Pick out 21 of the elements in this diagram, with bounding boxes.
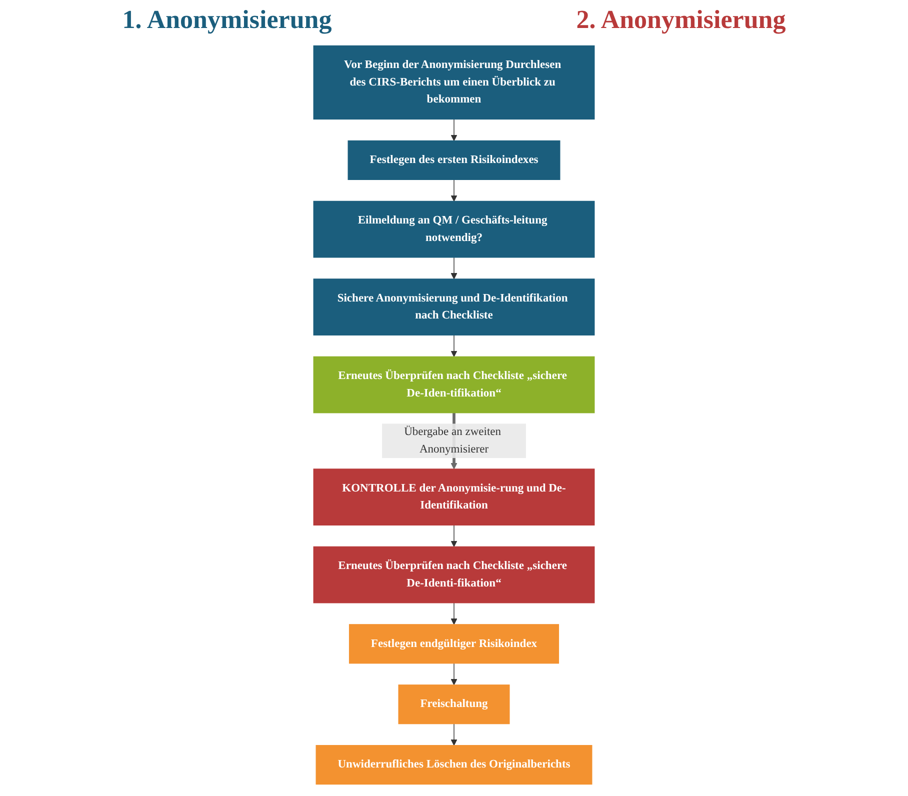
arrow: [450, 257, 458, 280]
arrow: [450, 662, 458, 686]
column-heading: 2. Anonymisierung: [576, 5, 786, 35]
node-box: Sichere Anonymisierung und De-Identifikation nach Checkliste: [313, 278, 595, 336]
column-heading: 1. Anonymisierung: [122, 5, 332, 35]
arrow: [450, 602, 458, 625]
arrow: [450, 334, 458, 357]
node-box: Freischaltung: [398, 684, 510, 724]
arrow: [450, 118, 458, 142]
node-box: Erneutes Überprüfen nach Checkliste „sichere De-Iden-tifikation“: [313, 356, 595, 414]
node-box: Unwiderrufliches Löschen des Originalberichts: [316, 745, 592, 785]
node-box: KONTROLLE der Anonymisie-rung und De-Identifikation: [313, 468, 595, 526]
arrow: [450, 524, 458, 547]
node-box: Vor Beginn der Anonymisierung Durchlesen des CIRS-Berichts um einen Überblick zu bekommen: [313, 45, 595, 120]
arrow: [450, 723, 458, 746]
node-box: Festlegen des ersten Risikoindexes: [348, 140, 560, 180]
arrow: [450, 179, 458, 202]
node-box: Eilmeldung an QM / Geschäfts-leitung notwendig?: [313, 200, 595, 258]
edge-label: Übergabe an zweiten Anonymisierer: [404, 426, 502, 456]
node-box: Festlegen endgültiger Risikoindex: [348, 624, 560, 664]
node-box: Erneutes Überprüfen nach Checkliste „sichere De-Identi-fikation“: [313, 546, 595, 604]
